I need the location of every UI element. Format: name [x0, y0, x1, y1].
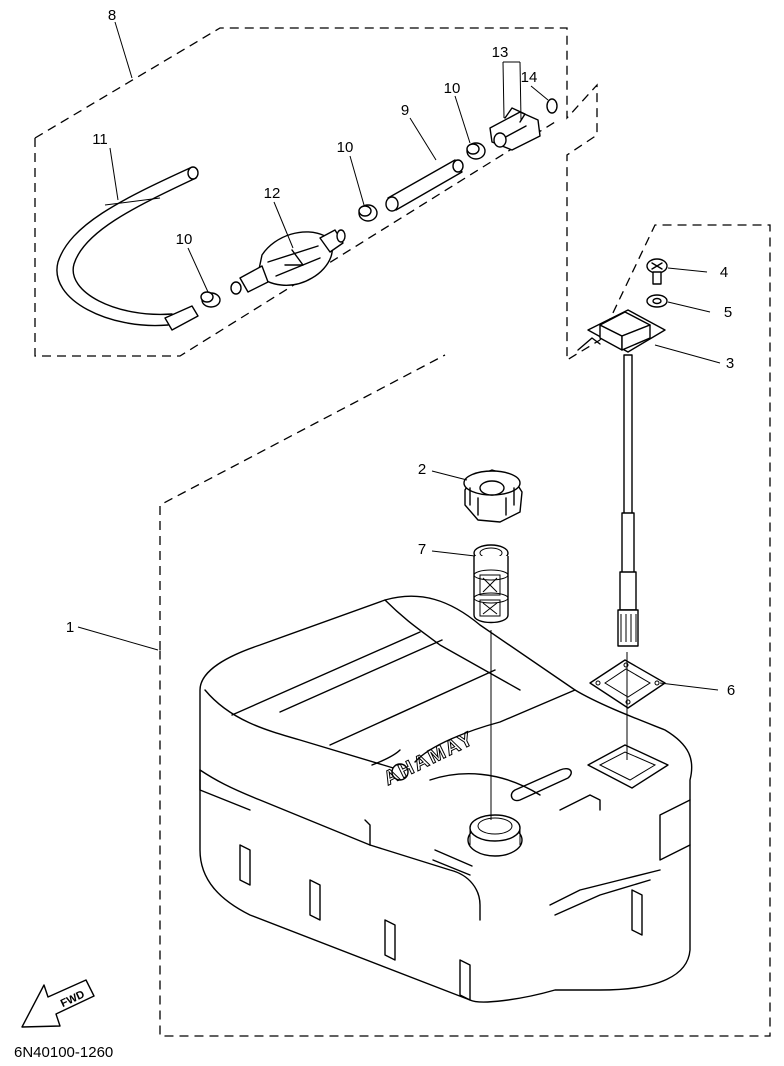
callout-5: 5 — [724, 304, 732, 321]
callout-8: 8 — [108, 7, 116, 24]
assembly-guide-lines — [490, 630, 628, 820]
callout-4: 4 — [720, 264, 728, 281]
fuel-strainer — [473, 544, 509, 624]
gauge-screw — [646, 258, 668, 285]
callout-13: 13 — [492, 44, 509, 61]
fuel-tank-group-boundary — [159, 224, 771, 1037]
o-ring — [546, 98, 558, 114]
callout-12: 12 — [264, 185, 281, 202]
callout-3: 3 — [726, 355, 734, 372]
callout-10-right: 10 — [444, 80, 461, 97]
hose-clamp-left — [200, 291, 221, 308]
diagram-code: 6N40100-1260 — [14, 1044, 113, 1061]
callout-14: 14 — [521, 69, 538, 86]
callout-10-middle: 10 — [337, 139, 354, 156]
primer-bulb — [230, 229, 346, 295]
callout-10-left: 10 — [176, 231, 193, 248]
callout-11: 11 — [92, 131, 108, 148]
callout-9: 9 — [401, 102, 409, 119]
callout-2: 2 — [418, 461, 426, 478]
fuel-cap — [463, 469, 523, 523]
fuel-hose-group-boundary — [34, 27, 601, 362]
fuel-hose-short — [385, 159, 464, 212]
hose-clamp-right — [466, 142, 486, 160]
callout-1: 1 — [66, 619, 74, 636]
fuel-hose — [56, 166, 199, 331]
callout-leader-lines — [77, 21, 721, 691]
gauge-washer — [646, 294, 668, 308]
hose-clamp-middle — [358, 204, 378, 222]
callout-7: 7 — [418, 541, 426, 558]
callout-6: 6 — [727, 682, 735, 699]
fuel-tank — [199, 595, 693, 1003]
fuel-gauge — [577, 309, 666, 647]
hose-connector — [489, 107, 541, 151]
forward-direction-arrow — [21, 979, 95, 1028]
